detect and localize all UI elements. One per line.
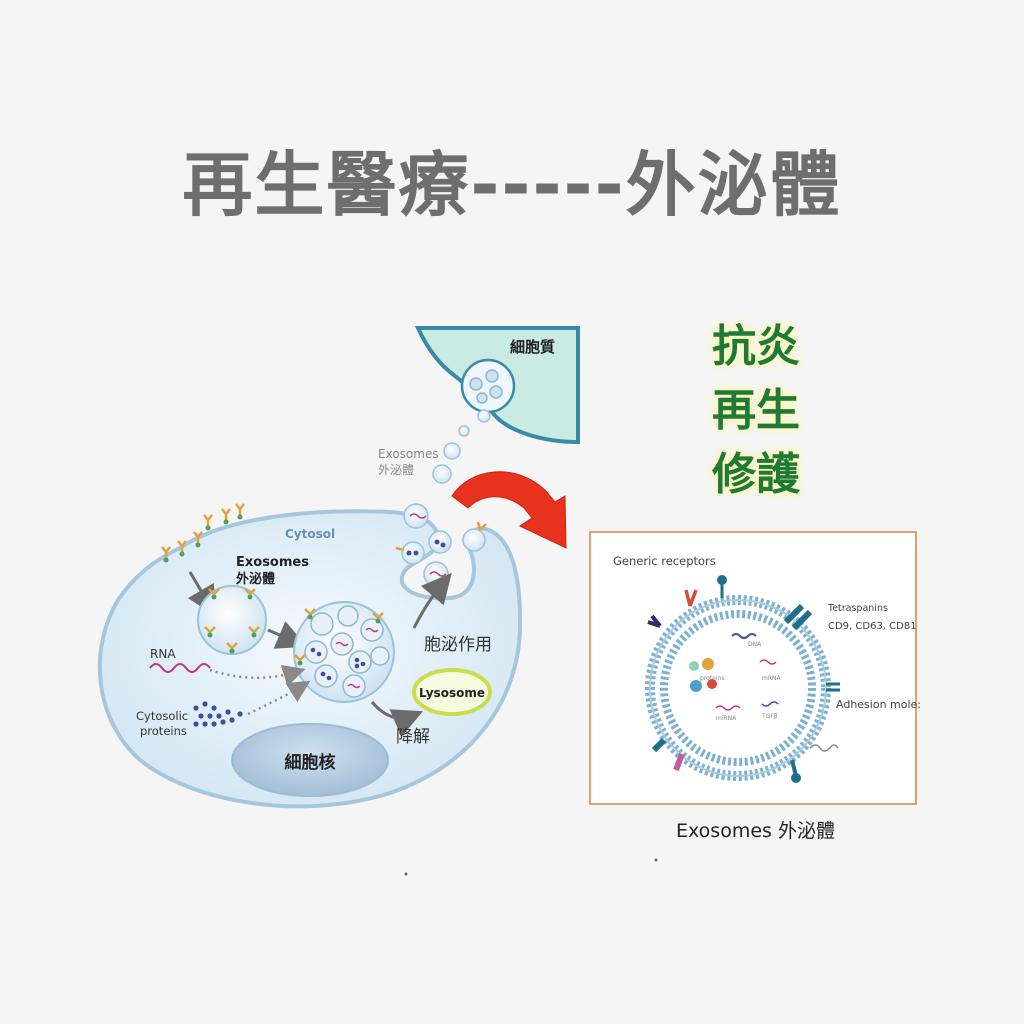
adhesion-label: Adhesion mole: [836, 698, 921, 711]
cytoplasm-label: 細胞質 [510, 338, 555, 356]
exosome-structure-frame [589, 531, 917, 805]
exosomes-top-label-zh: 外泌體 [378, 463, 414, 477]
generic-receptors-label: Generic receptors [613, 554, 716, 568]
nucleus [231, 723, 389, 797]
exosomes-inner-label-en: Exosomes [236, 555, 309, 570]
benefit-repair: 修護 [712, 449, 800, 500]
multivesicular-body [293, 601, 395, 703]
exosome-contents: DNA proteins mRNA miRNA TGFβ [689, 633, 782, 722]
benefit-regeneration: 再生 [712, 385, 800, 436]
exocytosis-label: 胞泌作用 [424, 635, 492, 655]
surface-receptors [161, 503, 245, 563]
page-title: 再生醫療-----外泌體 [182, 144, 842, 226]
benefit-anti-inflammation: 抗炎 [712, 321, 800, 372]
exosome-membrane [645, 595, 831, 781]
degradation-label: 降解 [396, 727, 430, 747]
nucleus-label: 細胞核 [285, 752, 336, 773]
cytosolic-label-1: Cytosolic [136, 709, 188, 723]
content-label-dna: DNA [748, 641, 762, 648]
endosome-vesicle [197, 585, 267, 655]
red-curved-arrow [451, 471, 567, 549]
exosomes-inner-label-zh: 外泌體 [235, 571, 275, 587]
benefits-list: 抗炎 再生 修護 [712, 318, 822, 504]
stray-mark [654, 858, 658, 862]
stray-mark [404, 872, 408, 876]
membrane-receptors [647, 575, 840, 783]
released-exosomes [432, 409, 491, 484]
rna-label: RNA [150, 647, 176, 661]
content-label-mrna: mRNA [762, 675, 782, 682]
content-label-mirna: miRNA [716, 715, 737, 722]
cytosol-label: Cytosol [285, 527, 335, 541]
exosome-caption: Exosomes 外泌體 [676, 820, 835, 842]
exosomes-top-label-en: Exosomes [378, 447, 439, 461]
tetraspanins-label: Tetraspanins [827, 603, 888, 614]
cytoplasm-region: 細胞質 [414, 326, 580, 445]
content-label-tgfb: TGFβ [761, 713, 778, 720]
cytosolic-label-2: proteins [140, 724, 187, 738]
content-label-proteins: proteins [700, 675, 724, 682]
protein-dots [193, 701, 243, 727]
lysosome-label: Lysosome [419, 686, 485, 700]
tetraspanins-markers: CD9, CD63, CD81 [828, 621, 917, 632]
rna-strand [149, 663, 211, 673]
lysosome [412, 668, 492, 716]
